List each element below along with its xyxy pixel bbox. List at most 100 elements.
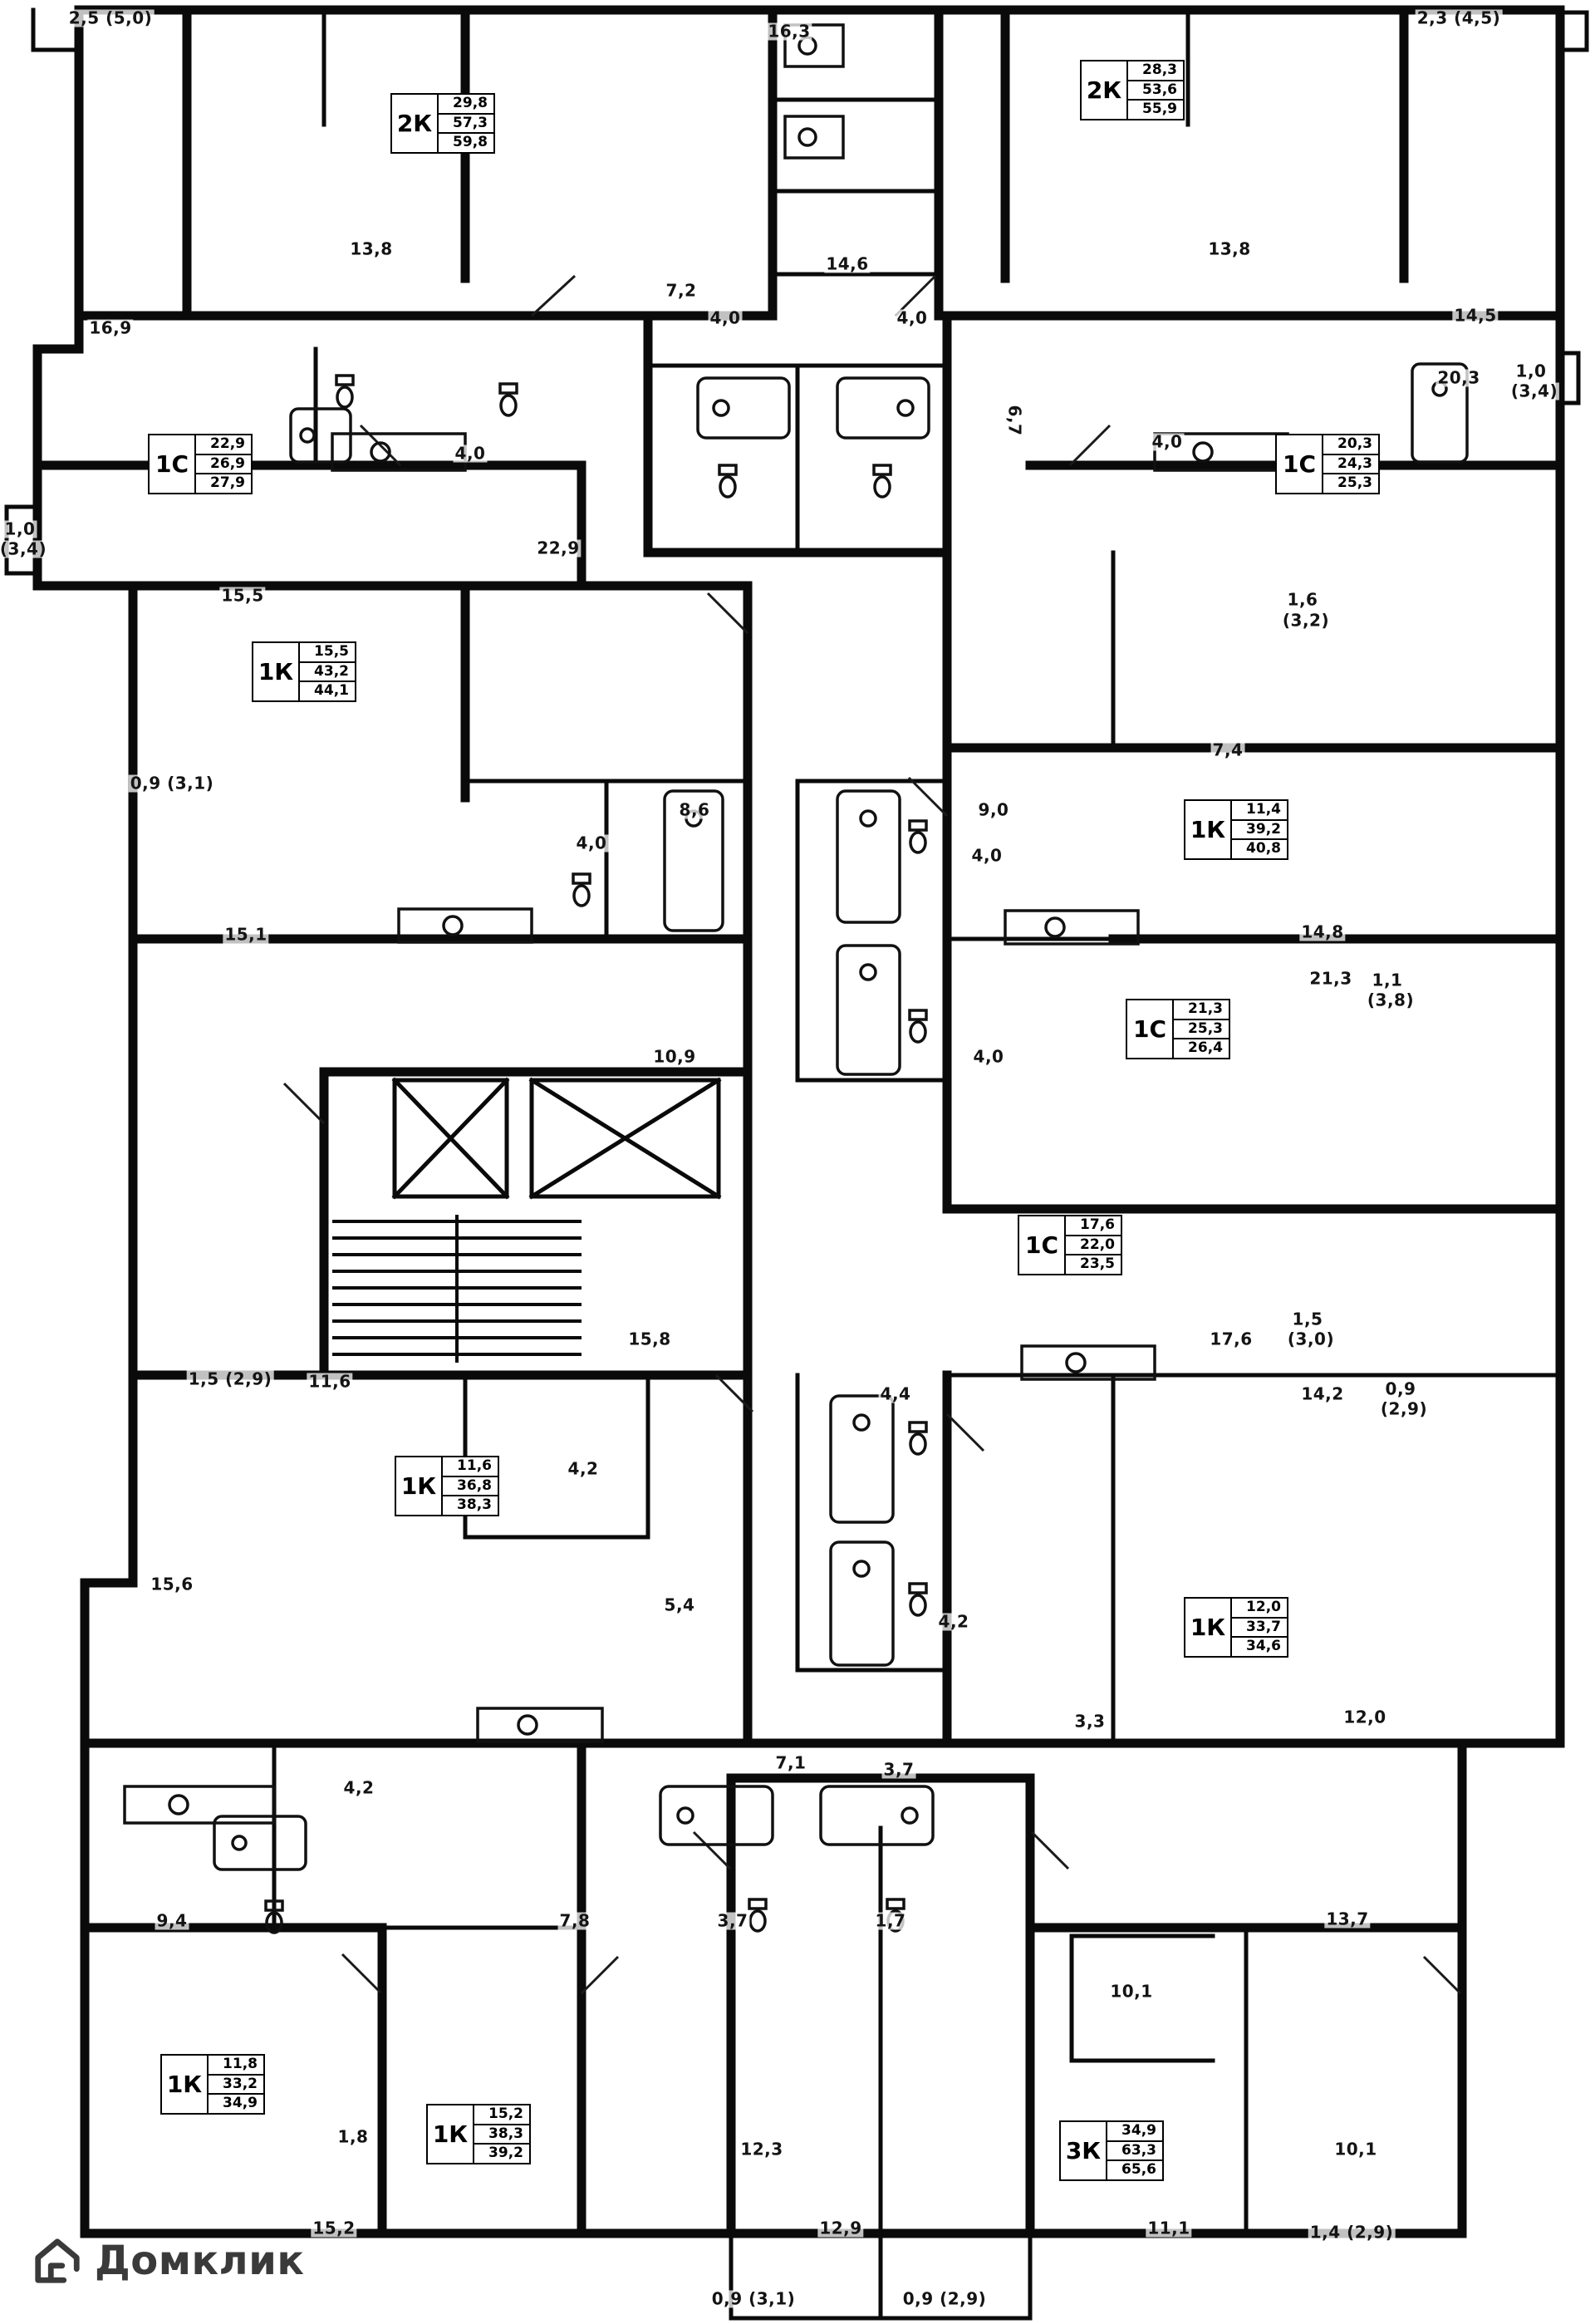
dimension-label: (2,9): [1378, 1398, 1430, 1419]
apartment-area-value: 26,4: [1188, 1039, 1223, 1057]
dimension-label: 1,1: [1370, 970, 1405, 990]
domclick-house-icon: [35, 2238, 80, 2283]
elevator-shafts: [391, 1077, 722, 1200]
apartment-area-value: 34,9: [1107, 2122, 1162, 2142]
dimension-label: 15,1: [223, 924, 269, 945]
dimension-label: 16,3: [766, 21, 812, 42]
apartment-area-value: 11,8: [209, 2056, 263, 2076]
toilet-fixtures: [264, 374, 928, 1934]
dimension-label: (3,4): [0, 540, 49, 558]
apartment-area-value: 36,8: [443, 1477, 498, 1497]
apartment-type: 1К: [428, 2105, 474, 2163]
dimension-label: (3,2): [1280, 610, 1332, 631]
apartment-area-value: 39,2: [1232, 821, 1287, 841]
dimension-label: 11,1: [1146, 2218, 1192, 2238]
apartment-area-value: 34,6: [1246, 1638, 1281, 1655]
dimension-label: 11,6: [307, 1371, 353, 1392]
dimension-label: 2,3 (4,5): [1415, 7, 1503, 28]
apartment-type: 1К: [253, 643, 300, 700]
domclick-logo: Домклик: [32, 2235, 304, 2287]
dimension-label: 0,9 (3,1): [709, 2288, 798, 2309]
apartment-area-value: 55,9: [1142, 101, 1177, 118]
dimension-label: 7,1: [773, 1752, 808, 1773]
dimension-label: (3,8): [1365, 990, 1416, 1010]
dimension-label: 1,5 (2,9): [186, 1368, 274, 1389]
dimension-label: 12,3: [739, 2139, 785, 2159]
apartment-area-value: 11,6: [443, 1457, 498, 1477]
dimension-label: 14,8: [1299, 921, 1346, 942]
apartment-area-value: 57,3: [439, 115, 493, 135]
dimension-label: 4,0: [895, 307, 930, 328]
dimension-label: 7,2: [664, 280, 699, 301]
dimension-label: 17,6: [1208, 1329, 1254, 1349]
apartment-type: 1С: [1019, 1216, 1066, 1274]
dimension-label: 1,0: [1514, 361, 1548, 381]
apartment-area-value: 12,0: [1232, 1599, 1287, 1619]
apartment-area-value: 38,3: [457, 1496, 492, 1514]
dimension-label: 4,0: [971, 1046, 1006, 1067]
apartment-area-value: 25,3: [1174, 1020, 1229, 1040]
apartment-type: 1К: [396, 1457, 443, 1515]
dimension-label: 4,0: [969, 845, 1004, 866]
dimension-label: 1,8: [336, 2126, 371, 2147]
apartment-area-value: 15,5: [300, 643, 355, 663]
domclick-logo-text: Домклик: [95, 2238, 305, 2284]
apartment-area-value: 59,8: [453, 134, 488, 151]
apartment-area-value: 17,6: [1066, 1216, 1121, 1236]
dimension-label: 0,9 (3,1): [128, 773, 216, 794]
apartment-type: 1К: [162, 2056, 209, 2113]
dimension-label: 3,7: [715, 1910, 750, 1931]
apartment-type: 1К: [1185, 801, 1232, 858]
dimension-label: 7,8: [557, 1910, 592, 1931]
dimension-label: 14,5: [1452, 305, 1499, 326]
apartment-type: 2К: [392, 95, 439, 152]
apartment-area-value: 22,9: [196, 435, 251, 455]
dimension-label: 1,0: [2, 518, 37, 539]
apartment-area-value: 11,4: [1232, 801, 1287, 821]
dimension-label: 21,3: [1308, 968, 1354, 989]
dimension-label: 8,6: [677, 799, 712, 820]
dimension-label: 4,4: [878, 1383, 913, 1404]
apartment-area-value: 28,3: [1128, 61, 1183, 81]
dimension-label: 13,8: [1206, 238, 1253, 259]
dimension-label: 7,4: [1210, 739, 1245, 760]
staircase: [332, 1215, 582, 1363]
apartment-area-value: 27,9: [210, 474, 245, 492]
dimension-label: 0,9: [1383, 1378, 1418, 1399]
dimension-label: 12,0: [1342, 1707, 1388, 1727]
apartment-area-value: 53,6: [1128, 81, 1183, 101]
dimension-label: 15,5: [219, 585, 266, 606]
dimension-label: 0,9 (2,9): [901, 2288, 989, 2309]
dimension-label: 15,6: [149, 1574, 195, 1594]
dimension-label: 5,4: [662, 1594, 697, 1615]
dimension-label: 4,2: [566, 1458, 601, 1479]
dimension-label: 13,8: [348, 238, 395, 259]
dimension-label: 4,2: [341, 1777, 376, 1798]
dimension-label: 3,7: [881, 1759, 916, 1780]
apartment-area-value: 22,0: [1066, 1236, 1121, 1256]
dimension-label: 15,8: [626, 1329, 673, 1349]
dimension-label: (3,0): [1285, 1329, 1337, 1349]
apartment-area-value: 38,3: [474, 2125, 529, 2145]
